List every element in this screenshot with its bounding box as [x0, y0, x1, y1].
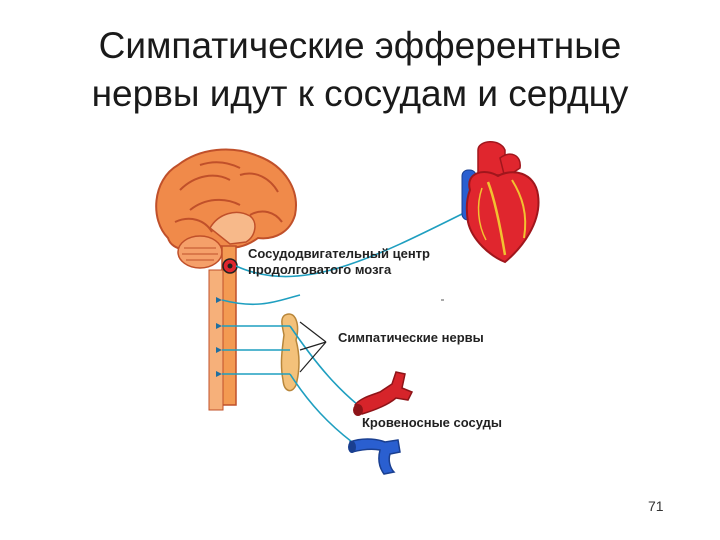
artery-icon: [353, 371, 414, 416]
slide-title: Симпатические эфферентные нервы идут к с…: [20, 22, 700, 118]
nerve-upper: [221, 294, 301, 306]
nerve-arrowheads: [216, 297, 222, 377]
vasomotor-center-marker: [222, 258, 238, 274]
blood-vessels-label: Кровеносные сосуды: [362, 415, 503, 430]
vasomotor-center-label-line-2: продолговатого мозга: [248, 262, 392, 277]
nerve-to-heart: [235, 209, 471, 278]
page-number: 71: [648, 498, 664, 514]
brain-icon: [155, 148, 297, 269]
heart-icon: [461, 141, 540, 264]
slide-title-line-1: Симпатические эфферентные: [98, 25, 622, 66]
sympathetic-nerves-label: Симпатические нервы: [338, 330, 484, 345]
vein-icon: [348, 438, 401, 475]
nerve-to-artery: [289, 325, 359, 406]
slide-title-line-2: нервы идут к сосудам и сердцу: [91, 73, 629, 114]
sympathetic-nerves-pointer: [299, 321, 327, 373]
nerve-fibers: [221, 209, 471, 443]
vasomotor-center-label-line-1: Сосудодвигательный центр: [248, 246, 430, 261]
nerve-to-vein: [289, 373, 353, 443]
vasomotor-center-label: Сосудодвигательный центр продолговатого …: [248, 246, 430, 278]
